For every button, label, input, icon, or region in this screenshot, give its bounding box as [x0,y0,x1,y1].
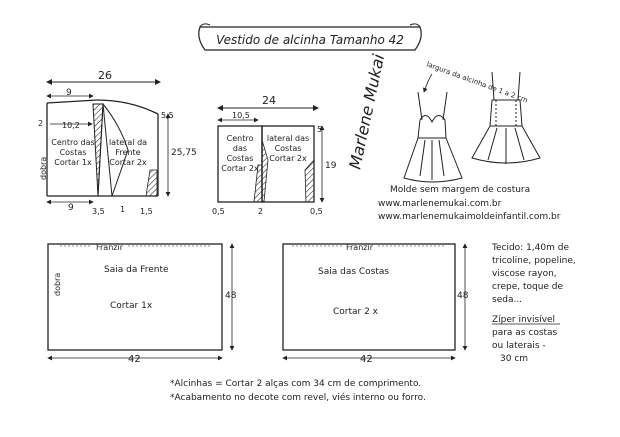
skirt-front-cut: Cortar 1x [110,301,153,311]
dim-9-bottom: 9 [68,203,74,213]
dim-1: 1 [120,205,125,214]
label-center-back: Centro das Costas Cortar 2x [221,134,259,173]
title-banner: Vestido de alcinha Tamanho 42 [198,23,422,51]
dim-9-top: 9 [66,88,72,98]
label-side-back: lateral das Costas Cortar 2x [266,134,310,163]
website-1: www.marlenemukai.com.br [378,199,502,209]
gather-label-front: Franzir [96,243,124,252]
footer-line-2: *Acabamento no decote com revel, viés in… [170,392,426,403]
fabric-line-7: para as costas [492,328,558,338]
label-center-back-front: Centro das Costas Cortar 1x [51,138,95,167]
footer-line-1: *Alcinhas = Cortar 2 alças com 34 cm de … [170,379,421,389]
skirt-front-height: 48 [225,291,237,301]
gather-label-back: Franzir [346,243,374,252]
strap-note: largura da alcinha de 1 a 2 cm [425,60,529,104]
fabric-line-6: Zíper invisível [492,315,555,325]
bodice-front-piece: 26 9 10,2 2 5,5 25,75 dobra Centro das C… [38,69,197,216]
dim-0-5-left: 0,5 [212,207,225,216]
skirt-front-name: Saia da Frente [104,265,169,275]
dim-24: 24 [262,94,276,107]
skirt-front-width: 42 [128,354,141,365]
bodice-back-piece: 24 10,5 5 24 19 Centro das Costas Cortar… [212,94,337,216]
dim-26: 26 [98,69,112,82]
dim-5: 5 [317,125,322,134]
fabric-line-8: ou laterais - [492,341,546,351]
dim-2-left: 2 [38,119,43,128]
dim-0-5-right: 0,5 [310,207,323,216]
dim-2-bottom: 2 [258,207,263,216]
fabric-line-5: seda... [492,295,522,305]
fabric-line-4: crepe, toque de [492,282,564,292]
skirt-front-piece: Franzir dobra Saia da Frente Cortar 1x 4… [47,243,237,365]
fabric-line-1: Tecido: 1,40m de [491,243,569,253]
label-side-front: lateral da Frente Cortar 2x [108,138,148,167]
dim-5-5: 5,5 [161,111,174,120]
title-text: Vestido de alcinha Tamanho 42 [216,33,404,47]
fabric-line-3: viscose rayon, [492,269,557,279]
dim-10-5: 10,5 [232,111,250,120]
fabric-line-9: 30 cm [500,354,528,364]
dim-19-label: 19 [325,161,337,171]
signature: Marlene Mukai [345,52,388,171]
fold-label-skirt: dobra [53,273,62,296]
seam-note: Molde sem margem de costura [390,185,530,195]
dress-illustration-front [403,91,463,183]
skirt-back-cut: Cortar 2 x [333,307,379,317]
fold-label-bodice: dobra [39,157,48,180]
skirt-back-name: Saia das Costas [318,267,389,277]
skirt-back-piece: Franzir Saia das Costas Cortar 2 x 48 42 [282,243,469,365]
fabric-line-2: tricoline, popeline, [492,256,576,266]
dress-illustration-back [471,71,541,164]
skirt-back-height: 48 [457,291,469,301]
dim-1-5: 1,5 [140,207,153,216]
strap-arrow [422,73,433,93]
dim-25-75: 25,75 [171,148,197,158]
dim-3-5: 3,5 [92,207,105,216]
skirt-back-width: 42 [360,354,373,365]
dim-10-2: 10,2 [62,121,80,130]
website-2: www.marlenemukaimoldeinfantil.com.br [378,212,561,222]
fabric-note: Tecido: 1,40m de tricoline, popeline, vi… [491,243,576,364]
